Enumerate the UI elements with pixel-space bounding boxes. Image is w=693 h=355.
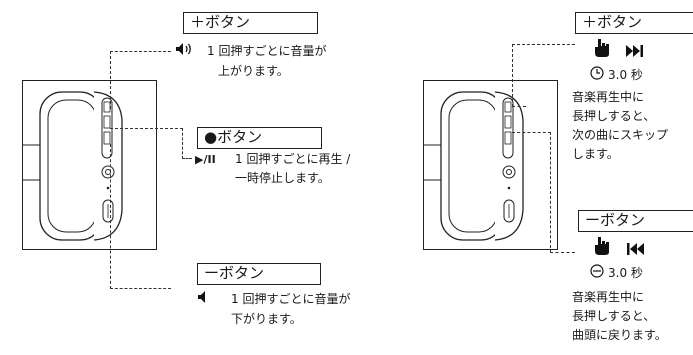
right-minus-icons (592, 236, 672, 258)
plus-description-line2: 上がります。 (218, 64, 289, 78)
right-minus-time-text: 3.0 秒 (608, 266, 643, 280)
right-minus-line2: 長押しすると、 (572, 309, 656, 323)
press-hand-icon (592, 236, 612, 260)
clock-icon (590, 264, 608, 282)
right-plus-line1: 音楽再生中に (572, 90, 645, 104)
leader-line-center (110, 128, 183, 159)
right-plus-time: 3.0 秒 (590, 66, 643, 84)
next-track-icon (626, 42, 644, 61)
center-description-line1: 1 回押すごとに再生 / (235, 152, 351, 166)
headphone-right-drawing (423, 80, 558, 250)
right-plus-line4: します。 (572, 147, 619, 161)
press-hand-icon (592, 38, 612, 62)
plus-button-description: 1 回押すごとに音量が 上がります。 (175, 42, 326, 81)
right-plus-button-label: ＋ボタン (575, 12, 693, 34)
right-plus-description: 音楽再生中に 長押しすると、 次の曲にスキップ します。 (572, 88, 668, 164)
speaker-down-icon (197, 290, 231, 310)
right-minus-button-label: ーボタン (578, 210, 693, 232)
prev-track-icon (626, 240, 644, 259)
right-plus-time-text: 3.0 秒 (608, 68, 643, 82)
minus-button-label: ーボタン (197, 263, 321, 285)
headphone-left-illustration (22, 80, 157, 250)
leader-line-right-plus (512, 44, 575, 107)
minus-description-line2: 下がります。 (231, 312, 302, 326)
right-minus-description: 音楽再生中に 長押しすると、 曲頭に戻ります。 (572, 288, 667, 345)
right-minus-line3: 曲頭に戻ります。 (572, 328, 667, 342)
speaker-up-icon (175, 42, 197, 62)
center-button-description: ▶/II 1 回押すごとに再生 / 一時停止します。 (195, 150, 350, 188)
center-description-line2: 一時停止します。 (235, 171, 330, 185)
play-pause-icon: ▶/II (195, 153, 216, 166)
plus-description-line1: 1 回押すごとに音量が (207, 44, 327, 58)
minus-description-line1: 1 回押すごとに音量が (231, 292, 351, 306)
plus-button-label: ＋ボタン (183, 12, 318, 34)
headphone-left-drawing (22, 80, 157, 250)
leader-line-plus (110, 51, 171, 109)
right-plus-line3: 次の曲にスキップ (572, 128, 669, 142)
minus-button-description: 1 回押すごとに音量が 下がります。 (197, 290, 350, 329)
right-plus-line2: 長押しすると、 (572, 109, 656, 123)
leader-line-minus (110, 144, 171, 289)
clock-icon (590, 66, 608, 84)
leader-line-right-plus-end (512, 106, 526, 107)
right-minus-time: 3.0 秒 (590, 264, 643, 282)
leader-line-right-minus (512, 132, 551, 253)
headphone-right-illustration (423, 80, 558, 250)
right-plus-icons (592, 38, 672, 60)
leader-line-center-tail (182, 158, 192, 159)
center-button-label: ●ボタン (197, 127, 322, 149)
leader-line-right-minus-end (550, 252, 575, 253)
right-minus-line1: 音楽再生中に (572, 290, 645, 304)
